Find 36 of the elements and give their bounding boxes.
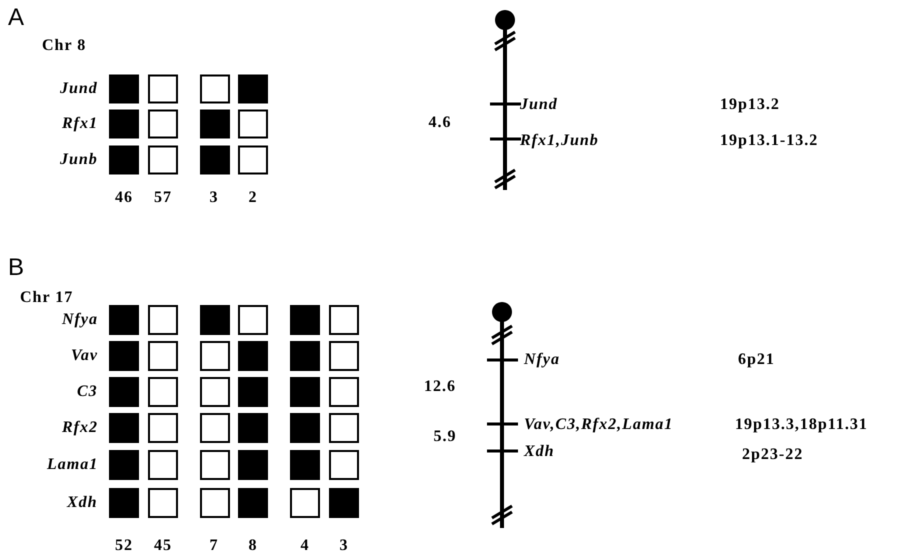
count-label: 52 [115,537,133,555]
gene-label: Rfx1,Junb [520,132,599,150]
band-label: 19p13.1-13.2 [720,132,818,150]
chromosome-label: Chr 8 [42,37,86,55]
gene-label: Nfya [524,351,560,369]
count-label: 4 [300,537,310,555]
gene-label: Jund [60,80,98,98]
band-label: 19p13.3,18p11.31 [735,416,868,434]
gene-label: Lama1 [47,456,98,474]
count-label: 46 [115,189,133,207]
gene-label: Nfya [62,311,98,329]
count-label: 7 [210,537,218,555]
count-label: 57 [154,189,172,207]
distance-label: 4.6 [428,114,452,132]
gene-label: Rfx1 [62,115,98,133]
gene-label: Rfx2 [62,419,98,437]
gene-label: Vav [71,347,98,365]
panel-letter: A [8,9,24,27]
band-label: 2p23-22 [742,446,804,464]
count-label: 45 [154,537,172,555]
band-label: 6p21 [738,351,775,369]
distance-label: 5.9 [434,428,456,446]
count-label: 2 [248,189,258,207]
gene-label: Jund [520,96,558,114]
count-label: 3 [340,537,348,555]
band-label: 19p13.2 [720,96,780,114]
gene-label: Xdh [524,443,555,461]
panel-letter: B [8,259,24,277]
gene-label: C3 [77,383,98,401]
count-label: 8 [248,537,258,555]
gene-label: Vav,C3,Rfx2,Lama1 [524,416,674,434]
chromosome-label: Chr 17 [20,289,74,307]
count-label: 3 [210,189,218,207]
distance-label: 12.6 [424,378,456,396]
gene-label: Xdh [67,494,98,512]
gene-label: Junb [60,151,98,169]
